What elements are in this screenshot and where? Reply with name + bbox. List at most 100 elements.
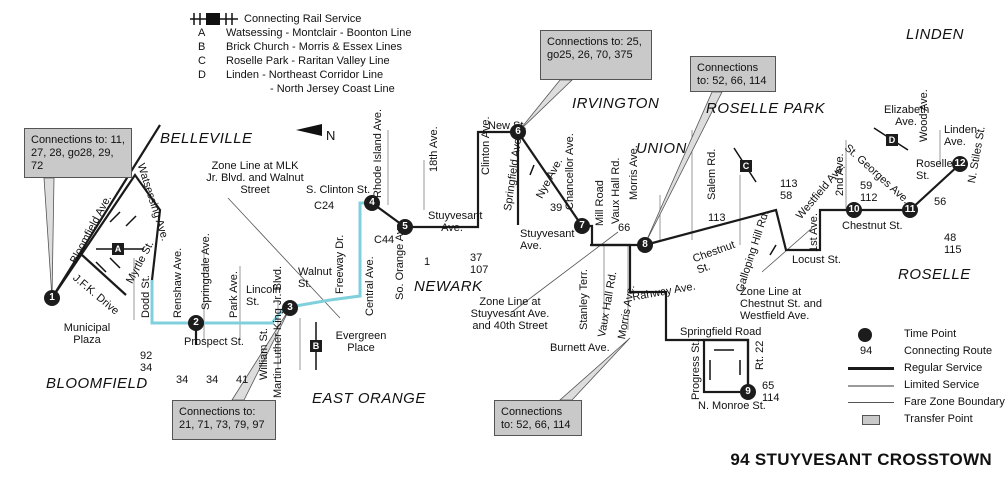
place-bloomfield: BLOOMFIELD	[46, 375, 148, 392]
place-belleville: BELLEVILLE	[160, 130, 253, 147]
place-newark: NEWARK	[414, 278, 483, 295]
route-39: 39	[550, 202, 563, 214]
callout-connections-1: Connections to: 11, 27, 28, go28, 29, 72	[24, 128, 132, 178]
place-roselle-park: ROSELLE PARK	[706, 100, 826, 117]
street-linden-ave: Linden Ave.	[944, 124, 978, 148]
rail-legend-key: A	[198, 27, 206, 39]
street-progress: Progress St.	[690, 339, 702, 400]
callout-connections-3: Connections to: 21, 71, 73, 79, 97	[172, 400, 276, 440]
street-prospect: Prospect St.	[184, 336, 244, 348]
route-34a: 34	[176, 374, 189, 386]
legend-fare-zone: Fare Zone Boundary	[904, 396, 1005, 408]
time-point-2: 2	[188, 315, 204, 331]
rail-legend-text: Roselle Park - Raritan Valley Line	[226, 55, 390, 67]
rail-legend-text: Linden - Northeast Corridor Line	[226, 69, 384, 81]
street-mill: Mill Road	[594, 180, 606, 226]
rail-legend-text: - North Jersey Coast Line	[270, 83, 395, 95]
street-municipal: Municipal Plaza	[63, 322, 111, 346]
legend-limited-line	[848, 384, 894, 387]
street-morris-ave: Morris Ave.	[628, 145, 640, 200]
route-66: 66	[618, 222, 631, 234]
route-113-58: 113 58	[780, 178, 798, 202]
time-point-11: 11	[902, 202, 918, 218]
legend-time-point: Time Point	[904, 328, 957, 340]
street-springfield-rd: Springfield Road	[680, 326, 762, 338]
street-stanley: Stanley Terr.	[578, 269, 590, 330]
legend-time-point-icon	[858, 327, 872, 342]
street-18th: 18th Ave.	[428, 126, 440, 172]
springfield-loop	[702, 338, 750, 394]
rail-station-b: B	[310, 340, 322, 352]
legend-limited: Limited Service	[904, 379, 980, 391]
street-s-clinton: S. Clinton St.	[306, 184, 371, 196]
place-union: UNION	[636, 140, 687, 157]
limited-service-path	[150, 201, 372, 325]
north-arrow-icon	[296, 124, 322, 136]
cross-streets	[133, 130, 941, 370]
street-locust: Locust St.	[792, 254, 841, 266]
direction-arrows	[95, 164, 777, 380]
street-walnut: Walnut St.	[298, 266, 332, 290]
time-point-12: 12	[952, 156, 968, 172]
rail-legend-text: Brick Church - Morris & Essex Lines	[226, 41, 403, 53]
rail-legend-line-d: D Linden - Northeast Corridor Line	[198, 68, 411, 82]
route-c24: C24	[314, 200, 335, 212]
route-c44: C44	[374, 234, 395, 246]
street-central: Central Ave.	[364, 256, 376, 316]
time-point-1: 1	[44, 290, 60, 306]
rail-legend-line-extra: - North Jersey Coast Line	[198, 82, 411, 96]
rail-legend-key	[198, 82, 226, 96]
route-1: 1	[424, 256, 431, 268]
rail-legend-key: D	[198, 69, 206, 81]
street-rhode-island: Rhode Island Ave.	[372, 108, 384, 198]
zone-note-stuyvesant: Zone Line at Stuyvesant Ave. and 40th St…	[470, 296, 550, 332]
legend-transfer-icon	[862, 414, 880, 425]
time-point-8: 8	[637, 237, 653, 253]
rail-legend-text: Watsessing - Montclair - Boonton Line	[226, 27, 412, 39]
street-salem: Salem Rd.	[706, 148, 718, 200]
zone-note-mlk: Zone Line at MLK Jr. Blvd. and Walnut St…	[206, 160, 304, 196]
callout-connections-6: Connections to: 25, go25, 26, 70, 375	[540, 30, 652, 80]
street-vaux-hall-rd: Vaux Hall Rd.	[610, 157, 622, 224]
time-point-9: 9	[740, 384, 756, 400]
rail-legend-heading: Connecting Rail Service	[244, 13, 362, 25]
time-point-7: 7	[574, 218, 590, 234]
time-point-10: 10	[846, 202, 862, 218]
place-east-orange: EAST ORANGE	[312, 390, 426, 407]
rail-station-d: D	[886, 134, 898, 146]
rail-legend-station-icon	[206, 13, 220, 25]
street-wood: Wood Ave.	[918, 89, 930, 142]
rail-legend-line-c: C Roselle Park - Raritan Valley Line	[198, 54, 411, 68]
street-elizabeth: Elizabeth Ave.	[884, 104, 930, 128]
route-113: 113	[708, 212, 726, 224]
street-n-monroe: N. Monroe St.	[698, 400, 766, 412]
route-48-115: 48 115	[944, 232, 962, 256]
rail-legend-key: B	[198, 41, 206, 53]
street-park: Park Ave.	[228, 271, 240, 318]
north-label: N	[326, 128, 336, 143]
route-41: 41	[236, 374, 249, 386]
street-stuyvesant: Stuyvesant Ave.	[428, 210, 483, 234]
street-william: William St.	[258, 328, 270, 380]
street-rt22: Rt. 22	[754, 340, 766, 370]
legend-transfer: Transfer Point	[904, 413, 973, 425]
callout-connections-8: Connections to: 52, 66, 114	[690, 56, 776, 92]
street-burnett: Burnett Ave.	[550, 342, 610, 354]
place-linden: LINDEN	[906, 26, 965, 43]
rail-legend-key: C	[198, 55, 206, 67]
street-springdale: Springdale Ave.	[200, 233, 212, 310]
time-point-3: 3	[282, 300, 298, 316]
rail-legend: Connecting Rail Service A Watsessing - Mo…	[198, 12, 411, 96]
route-56: 56	[934, 196, 947, 208]
time-point-5: 5	[397, 219, 413, 235]
place-irvington: IRVINGTON	[572, 95, 660, 112]
page-title: 94 STUYVESANT CROSSTOWN	[730, 450, 992, 469]
legend-route-num: 94	[860, 345, 873, 357]
street-martin-luther: Martin Luther King Jr. Blvd.	[272, 265, 284, 398]
route-92-34: 92 34	[140, 350, 153, 374]
route-65-114: 65 114	[762, 380, 780, 404]
legend-regular-line	[848, 367, 894, 370]
